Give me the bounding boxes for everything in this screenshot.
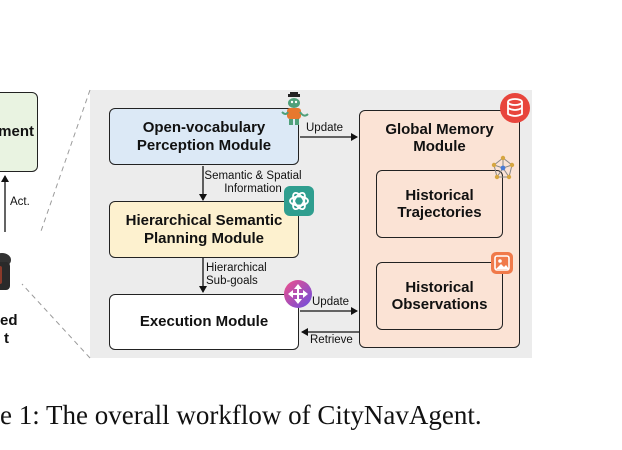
memory-title-line1: Global Memory: [385, 121, 494, 138]
zoom-line-bottom: [21, 283, 91, 359]
memory-title-line2: Module: [413, 138, 466, 156]
agent-label-line2: t: [4, 330, 9, 347]
historical-observations-box: Historical Observations: [376, 262, 503, 330]
perception-title-line2: Perception Module: [136, 136, 272, 154]
perception-title-line1: Open-vocabulary: [142, 119, 266, 137]
plugin-icon: [284, 280, 312, 308]
act-label: Act.: [10, 196, 30, 208]
subgoals-label: Hierarchical Sub-goals: [206, 262, 267, 288]
execution-title: Execution Module: [139, 313, 269, 331]
image-icon: [491, 252, 513, 274]
figure-caption: e 1: The overall workflow of CityNavAgen…: [0, 400, 482, 430]
zoom-line-top: [39, 89, 91, 235]
planning-title-line2: Planning Module: [144, 229, 264, 247]
trajectories-line1: Historical: [405, 186, 474, 204]
observations-line1: Historical: [405, 278, 474, 296]
retrieve-label: Retrieve: [310, 334, 353, 346]
update-top-label: Update: [306, 122, 344, 134]
observations-line2: Observations: [391, 296, 488, 313]
semantic-spatial-label: Semantic & Spatial Information: [204, 170, 302, 196]
chatgpt-icon: [284, 186, 314, 216]
environment-box: ment: [0, 92, 38, 172]
planning-module-box: Hierarchical Semantic Planning Module: [109, 201, 299, 258]
agent-label-line1: ed: [0, 312, 18, 329]
agent-device-icon: [0, 253, 11, 290]
planning-title-line1: Hierarchical Semantic: [125, 212, 283, 230]
network-graph-icon: [491, 155, 515, 180]
execution-module-box: Execution Module: [109, 294, 299, 350]
robot-mascot-icon: [281, 92, 309, 125]
environment-label: ment: [0, 123, 34, 141]
historical-trajectories-box: Historical Trajectories: [376, 170, 503, 238]
perception-module-box: Open-vocabulary Perception Module: [109, 108, 299, 165]
database-icon: [500, 93, 530, 123]
trajectories-line2: Trajectories: [397, 204, 482, 221]
update-bottom-label: Update: [312, 296, 350, 308]
